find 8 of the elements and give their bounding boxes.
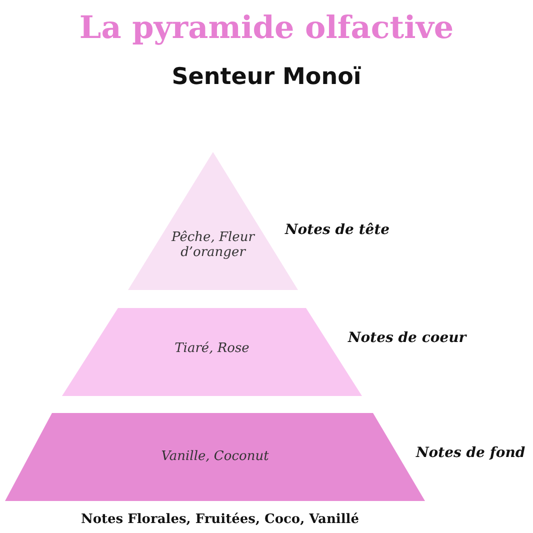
tier-text: Pêche, Fleur d’oranger	[170, 230, 256, 260]
tier-text: Tiaré, Rose	[174, 341, 250, 356]
subtitle: Senteur Monoï	[170, 64, 362, 90]
tier-label: Notes de coeur	[348, 330, 466, 346]
tier-label: Notes de fond	[416, 445, 526, 461]
tier-label: Notes de tête	[285, 222, 390, 238]
caption: Notes Florales, Fruitées, Coco, Vanillé	[80, 512, 360, 527]
title: La pyramide olfactive	[78, 10, 455, 46]
